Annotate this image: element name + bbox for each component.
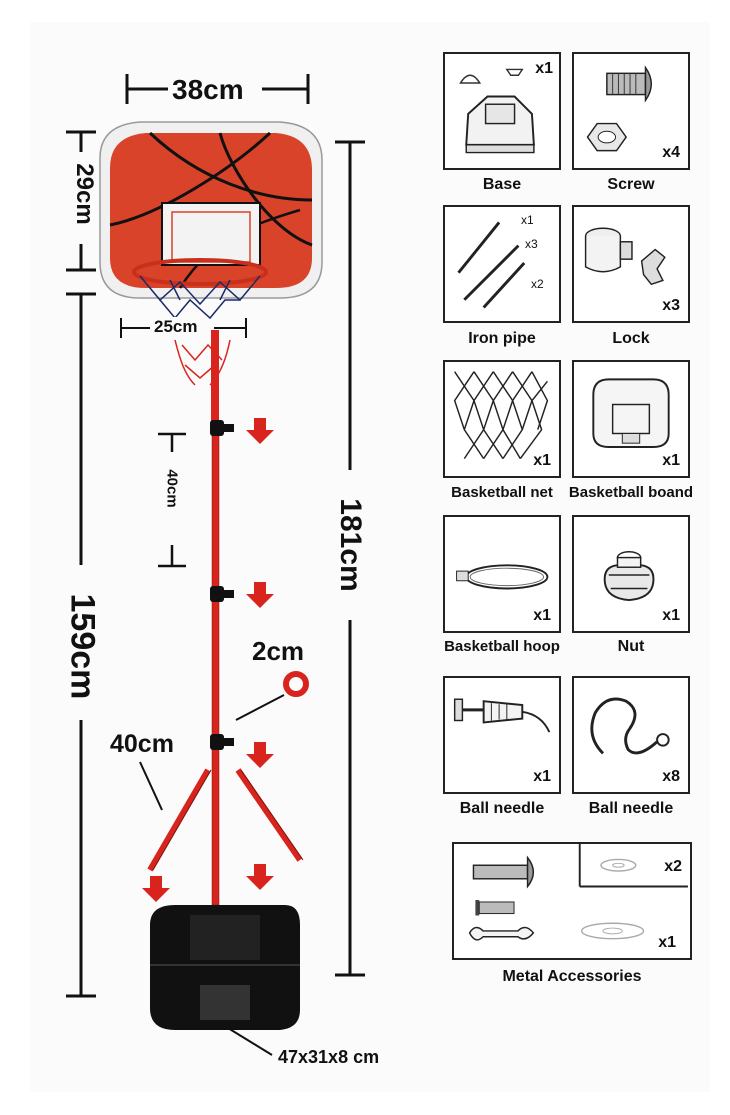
part-qty: x1 <box>662 452 680 469</box>
hook-icon <box>590 697 670 755</box>
part-qty: x1 <box>533 452 551 469</box>
part-box-basketball-board: x1 <box>572 360 690 478</box>
part-label-basketball-net: Basketball net <box>451 484 553 501</box>
pole-section-2 <box>211 594 220 741</box>
base-pointer-line <box>227 1027 273 1056</box>
part-label-basketball-hoop: Basketball hoop <box>444 638 560 655</box>
part-box-basketball-net: x1 <box>443 360 561 478</box>
hoop-net <box>139 275 261 320</box>
screw-icon <box>586 65 653 152</box>
metal-qty-top: x2 <box>664 858 682 875</box>
net-icon <box>453 371 549 460</box>
part-label-ball-needle-1: Ball needle <box>459 800 545 817</box>
part-box-screw: x4 <box>572 52 690 170</box>
pole-section-label: 40cm <box>163 469 181 508</box>
part-box-base: x1 <box>443 52 561 170</box>
part-qty: x4 <box>662 144 680 161</box>
part-label-ball-needle-2: Ball needle <box>588 800 674 817</box>
backboard-height-dimension-line <box>66 130 96 272</box>
width-dimension-line <box>125 74 310 104</box>
metal-qty-bottom: x1 <box>658 934 676 951</box>
iron-pipe-icon <box>457 221 526 309</box>
pole-section-dimension-line <box>158 432 186 568</box>
part-label-iron-pipe: Iron pipe <box>468 330 536 347</box>
upper-pole <box>211 330 219 425</box>
part-label-base: Base <box>482 176 522 193</box>
backboard-icon <box>592 378 670 448</box>
base-illustration <box>150 905 300 1030</box>
part-box-ball-needle-pump: x1 <box>443 676 561 794</box>
lower-net <box>174 339 231 386</box>
pole-lock <box>210 420 234 750</box>
hoop-diameter-dimension-line <box>120 318 247 338</box>
total-height-dimension-line <box>335 140 365 977</box>
base-size-label: 47x31x8 cm <box>278 1047 380 1067</box>
part-qty: x1 <box>533 768 551 785</box>
part-box-nut: x1 <box>572 515 690 633</box>
part-box-basketball-hoop: x1 <box>443 515 561 633</box>
hoop-icon <box>456 564 549 590</box>
pole-height-dimension-line <box>66 292 96 998</box>
nut-icon <box>603 551 655 602</box>
ring-size-label: 2cm <box>252 636 305 666</box>
backboard <box>99 121 323 299</box>
part-box-lock: x3 <box>572 205 690 323</box>
metal-accessories-icon <box>468 844 688 941</box>
hoop-diameter-label: 25cm <box>152 317 200 337</box>
part-label-lock: Lock <box>612 330 650 347</box>
part-sub-qty: x2 <box>531 277 544 291</box>
part-label-nut: Nut <box>617 638 645 655</box>
part-qty: x1 <box>533 607 551 624</box>
part-label-basketball-board: Basketball boand <box>568 484 694 501</box>
part-box-metal-accessories: x2 x1 <box>452 842 692 960</box>
total-height-label: 181cm <box>334 498 367 592</box>
pole-height-label: 159cm <box>63 593 102 700</box>
leg-length-label: 40cm <box>110 730 174 758</box>
part-qty: x1 <box>662 607 680 624</box>
hoop-rim <box>132 258 268 286</box>
lock-icon <box>584 227 666 286</box>
metal-accessories-label: Metal Accessories <box>502 968 642 985</box>
pole-section-1 <box>211 424 220 591</box>
part-qty: x3 <box>662 297 680 314</box>
part-box-iron-pipe: x1 x3 x2 <box>443 205 561 323</box>
base-icon <box>459 68 535 154</box>
part-qty: x1 <box>535 60 553 77</box>
backboard-height-label: 29cm <box>71 163 98 225</box>
pole-section-3 <box>211 744 220 906</box>
part-box-ball-needle-hook: x8 <box>572 676 690 794</box>
part-qty: x8 <box>662 768 680 785</box>
width-label: 38cm <box>172 74 244 105</box>
part-sub-qty: x3 <box>525 237 538 251</box>
part-label-screw: Screw <box>607 176 655 193</box>
spacer-ring <box>283 671 309 697</box>
support-leg <box>147 768 304 872</box>
part-sub-qty: x1 <box>521 213 534 227</box>
down-arrow <box>142 418 274 902</box>
pump-icon <box>453 698 551 733</box>
ring-pointer-line <box>235 694 285 721</box>
leg-pointer-line <box>139 761 163 811</box>
